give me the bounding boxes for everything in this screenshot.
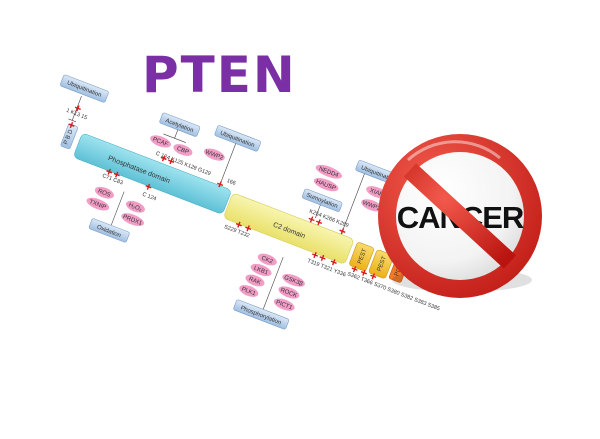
enzyme-wwp2-top (203, 148, 225, 161)
sumoylation-connector (315, 204, 321, 219)
site-marker-c83 (113, 171, 120, 178)
enzyme-h2o2-label: H₂O₂ (128, 202, 144, 213)
title: PTEN (142, 46, 297, 104)
enzyme-cbp-label: CBP (176, 146, 190, 156)
enzyme-h2o2 (125, 200, 145, 213)
site-marker-c124 (145, 183, 152, 190)
residue-166: 166 (226, 178, 237, 187)
site-marker-k266 (316, 219, 323, 226)
acetylation-bar (163, 133, 186, 143)
site-marker-acetyl-2 (168, 158, 175, 165)
phosphorylation-connector (262, 256, 284, 312)
title-group: PTEN (142, 46, 297, 104)
phosphatase-domain (74, 134, 231, 214)
enzyme-plk1 (239, 285, 259, 297)
enzyme-pcaf-label: PCAF (152, 137, 169, 148)
site-marker-s370 (370, 273, 377, 280)
enzyme-pcaf (150, 135, 171, 148)
enzyme-rak (245, 274, 265, 287)
enzyme-txnip (86, 197, 110, 211)
enzyme-lkb1 (250, 263, 272, 277)
enzyme-nedd4 (315, 164, 343, 179)
site-marker-c71 (106, 168, 113, 175)
site-marker-k13 (74, 105, 81, 112)
ubiq-right-connector (343, 173, 365, 229)
site-marker-t366 (360, 269, 368, 276)
acetylation-box (159, 112, 201, 137)
oxidation-connector (110, 191, 125, 226)
site-marker-166 (217, 181, 224, 188)
pest-domain-2 (368, 249, 394, 279)
enzyme-rock (278, 286, 300, 299)
enzyme-lkb1-label: LKB1 (253, 266, 269, 277)
enzyme-ck2-label: CK2 (260, 256, 274, 266)
enzyme-xiap-label: XIAP (369, 188, 384, 199)
site-marker-k254 (308, 216, 315, 223)
pest-label-1: PEST (357, 248, 368, 265)
pbd-label: P B D (63, 128, 74, 145)
badge-highlight (406, 140, 501, 162)
residue-c124: C 124 (141, 192, 157, 203)
site-marker-y336 (330, 259, 337, 266)
enzyme-hausp (313, 178, 339, 192)
site-marker-pbd (68, 122, 75, 129)
acetylation-connector (174, 129, 179, 139)
site-marker-acetyl-1 (160, 155, 167, 162)
badge-slash (403, 163, 517, 269)
enzyme-gsk3b (282, 273, 305, 287)
enzyme-rak-label: RAK (248, 276, 262, 286)
oxidation-box (88, 218, 130, 243)
enzyme-ros-label: ROS (97, 189, 111, 199)
enzyme-plk1-label: PLK1 (240, 286, 256, 297)
enzyme-rock-label: ROCK (279, 287, 297, 299)
enzyme-pict1 (273, 298, 295, 311)
no-cancer-badge: CANCER (378, 134, 542, 298)
enzyme-cbp (173, 144, 193, 156)
enzyme-prdx1 (121, 213, 144, 226)
enzyme-ck2 (257, 253, 277, 266)
c2-domain (224, 193, 354, 264)
pest-domain-1 (349, 242, 374, 271)
site-marker-t321 (319, 254, 326, 261)
phosphorylation-box (233, 299, 290, 330)
site-marker-t319 (312, 251, 319, 259)
enzyme-txnip-label: TXNIP (88, 199, 107, 211)
enzyme-ros (94, 186, 114, 199)
pest-label-2: PEST (377, 255, 388, 272)
site-marker-s229 (235, 221, 242, 228)
site-marker-s362 (351, 266, 358, 273)
protein-map: P B D Phosphatase domain C2 domain PEST … (60, 74, 441, 330)
site-marker-t232 (245, 225, 252, 232)
enzyme-wwp2-right (361, 199, 383, 212)
site-markers (68, 105, 377, 280)
site-marker-k289 (339, 228, 346, 235)
ubiquitination-box-top (60, 74, 109, 103)
ubiq-mid-connector (220, 143, 237, 183)
enzyme-pict1-label: PICT1 (275, 300, 294, 312)
ubiq-top-tee (68, 118, 77, 123)
